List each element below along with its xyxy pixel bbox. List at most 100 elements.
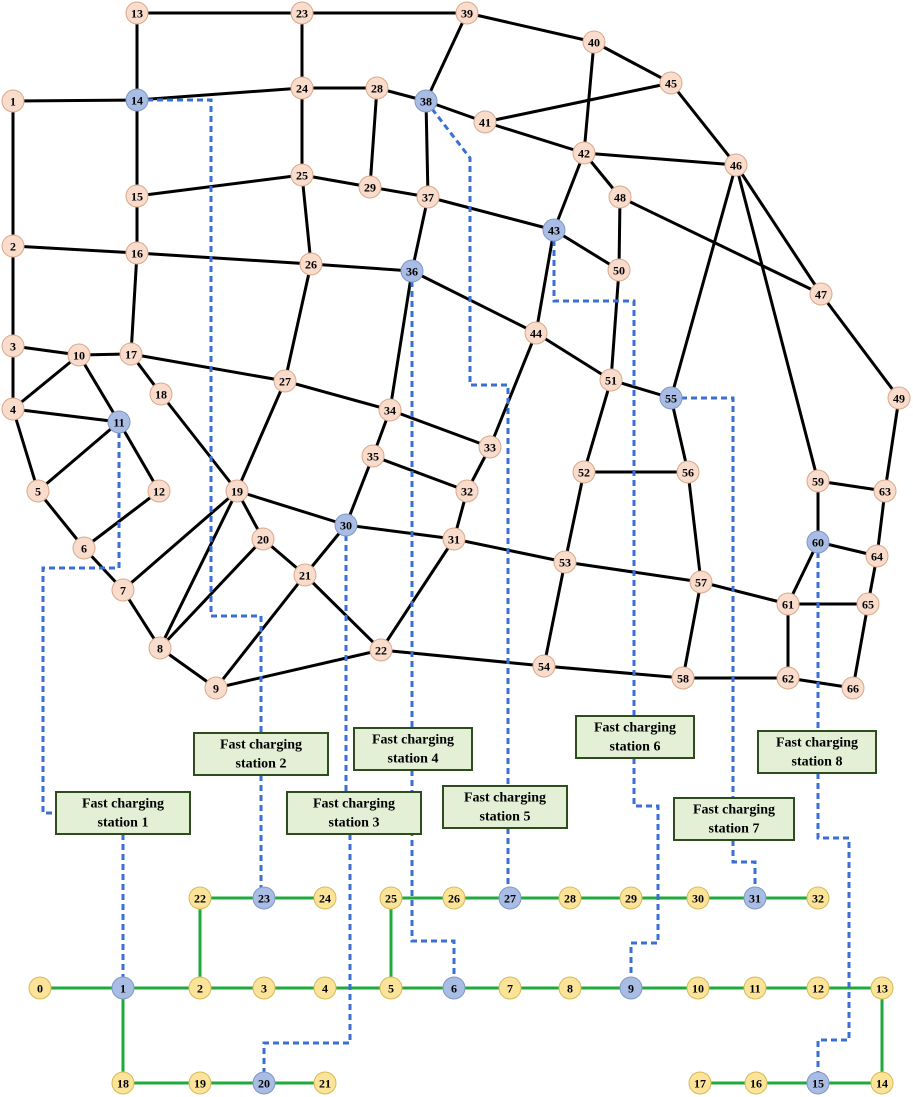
power-node-28: 28 [558,886,582,910]
traffic-node-58: 58 [671,666,695,690]
road-edge-25-26 [300,174,313,265]
traffic-node-circle [478,435,502,459]
power-node-circle [558,976,582,1000]
power-node-circle [619,886,643,910]
traffic-node-label: 58 [677,672,689,686]
traffic-node-label: 13 [131,7,143,21]
road-edge-27-34 [284,379,391,412]
traffic-node-15: 15 [125,184,149,208]
traffic-node-label: 23 [296,7,308,21]
traffic-node-label: 22 [375,644,387,658]
power-node-circle [28,976,52,1000]
power-node-label: 4 [322,982,328,996]
power-node-13: 13 [870,976,894,1000]
road-edge-16-17 [129,252,139,355]
traffic-node-circle [369,638,393,662]
road-edge-52-53 [563,471,586,563]
traffic-node-27: 27 [273,369,297,393]
power-node-circle [379,886,403,910]
power-node-11: 11 [743,976,767,1000]
road-edge-6-12 [83,489,160,550]
traffic-node-circle [572,460,596,484]
traffic-node-34: 34 [378,398,402,422]
power-node-label: 27 [504,892,516,906]
station-box [193,732,329,776]
traffic-node-17: 17 [119,342,143,366]
traffic-node-label: 45 [665,77,677,91]
station-label-line1: Fast charging [693,803,775,818]
traffic-node-label: 27 [279,375,291,389]
road-edge-44-33 [488,332,538,448]
traffic-node-25: 25 [290,163,314,187]
traffic-node-circle [299,252,323,276]
power-node-label: 25 [385,892,397,906]
power-node-label: 10 [692,982,704,996]
station-label-line1: Fast charging [313,797,395,812]
link-path-station-7-b [731,840,757,898]
power-node-circle [111,1071,135,1095]
traffic-node-circle [1,234,25,258]
traffic-node-label: 29 [364,181,376,195]
traffic-node-label: 51 [605,374,617,388]
power-node-circle [188,1071,212,1095]
power-node-20: 20 [252,1071,276,1095]
power-node-29: 29 [619,886,643,910]
power-node-26: 26 [442,886,466,910]
power-node-circle [188,886,212,910]
power-node-label: 5 [388,982,394,996]
traffic-node-circle [599,368,623,392]
station-box [575,715,695,759]
traffic-node-label: 46 [730,159,742,173]
traffic-node-label: 3 [10,340,16,354]
road-edge-57-58 [681,581,703,679]
power-node-label: 19 [194,1077,206,1091]
traffic-node-18: 18 [149,382,173,406]
traffic-node-40: 40 [582,30,606,54]
traffic-node-44: 44 [524,321,548,345]
power-node-circle [686,886,710,910]
road-edge-19-8 [158,490,239,649]
traffic-node-label: 61 [782,598,794,612]
road-edge-65-66 [851,603,870,689]
road-edge-56-57 [686,471,703,583]
traffic-node-circle [659,71,683,95]
power-node-16: 16 [744,1071,768,1095]
road-edge-26-27 [283,263,313,382]
power-node-circle [806,976,830,1000]
power-node-label: 15 [812,1077,824,1091]
power-node-circle [498,976,522,1000]
traffic-node-label: 24 [296,82,308,96]
traffic-node-35: 35 [361,444,385,468]
traffic-node-29: 29 [358,175,382,199]
traffic-node-53: 53 [553,550,577,574]
traffic-node-circle [455,479,479,503]
road-edge-11-5 [37,420,120,493]
traffic-node-label: 11 [113,416,124,430]
traffic-node-42: 42 [572,141,596,165]
traffic-node-circle [455,1,479,25]
traffic-node-label: 36 [406,265,418,279]
traffic-node-label: 8 [157,642,163,656]
traffic-node-label: 12 [153,485,165,499]
traffic-node-circle [689,570,713,594]
traffic-node-36: 36 [400,259,424,283]
traffic-node-label: 6 [81,542,87,556]
road-edge-43-44 [534,229,556,334]
traffic-node-41: 41 [473,110,497,134]
power-node-0: 0 [28,976,52,1000]
traffic-node-circle [553,550,577,574]
traffic-node-59: 59 [806,469,830,493]
station-box [442,785,568,829]
power-node-label: 2 [197,982,203,996]
power-node-label: 1 [120,982,126,996]
traffic-node-circle [676,460,700,484]
road-edge-22-54 [380,648,545,668]
station-box [673,797,795,841]
power-node-15: 15 [806,1071,830,1095]
traffic-node-circle [887,386,911,410]
traffic-node-14: 14 [125,88,149,112]
road-edge-14-24 [136,86,303,102]
traffic-node-62: 62 [776,666,800,690]
power-node-label: 26 [448,892,460,906]
